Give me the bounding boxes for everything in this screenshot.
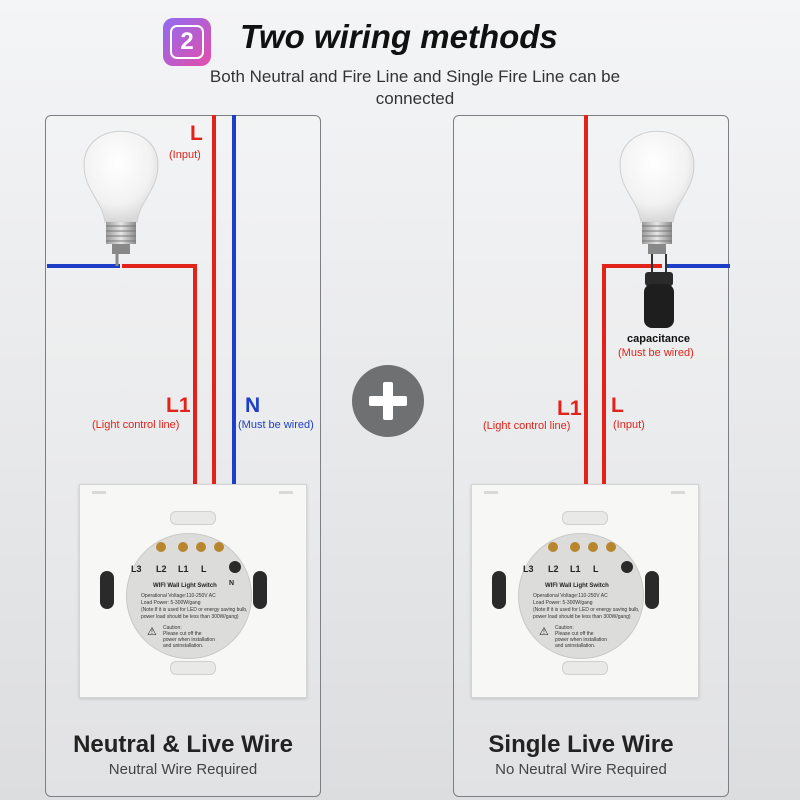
terminal-screw	[196, 542, 206, 552]
module-spec-note-2: power load should be less than 300W/gang…	[141, 614, 239, 620]
module-spec-load: Load Power: 5-300W/gang	[141, 600, 201, 606]
terminal-N-label: N	[229, 580, 235, 587]
capacitance-note: (Must be wired)	[618, 347, 694, 359]
terminal-L3-label: L3	[523, 564, 534, 574]
terminal-L1-label: L1	[178, 564, 189, 574]
terminal-N-hole	[229, 561, 241, 573]
light-bulb-icon-right	[619, 130, 695, 254]
module-name: WIFI Wall Light Switch	[545, 583, 609, 589]
left-caption-title: Neutral & Live Wire	[73, 731, 293, 758]
terminal-screw	[570, 542, 580, 552]
module-spec-voltage: Operational Voltage:110-250V AC	[533, 593, 608, 599]
right-label-L1-note: (Light control line)	[483, 420, 571, 432]
caution-title: Caution:	[555, 625, 574, 631]
terminal-L1-label: L1	[570, 564, 581, 574]
capacitance-label: capacitance	[627, 333, 690, 345]
terminal-L-label: L	[593, 564, 599, 574]
page-subtitle: Both Neutral and Fire Line and Single Fi…	[209, 67, 621, 108]
right-caption-title: Single Live Wire	[488, 731, 674, 758]
right-label-L-note: (Input)	[613, 419, 645, 431]
left-caption-subtitle: Neutral Wire Required	[108, 761, 258, 778]
caution-text-1: Please cut off the	[555, 631, 594, 637]
terminal-N-hole	[621, 561, 633, 573]
left-label-L-note: (Input)	[169, 149, 201, 161]
plus-icon	[352, 365, 424, 437]
module-spec-load: Load Power: 5-300W/gang	[533, 600, 593, 606]
caution-text-3: and uninstallation.	[163, 643, 204, 649]
terminal-L3-label: L3	[131, 564, 142, 574]
module-spec-note-2: power load should be less than 300W/gang…	[533, 614, 631, 620]
warning-icon: ⚠	[147, 626, 157, 638]
switch-module-body: L3 L2 L1 L N WIFI Wall Light Switch Oper…	[126, 533, 252, 659]
terminal-screw	[178, 542, 188, 552]
left-label-L1-note: (Light control line)	[92, 419, 180, 431]
left-label-N-note: (Must be wired)	[238, 419, 314, 431]
caution-text-2: power when installation	[555, 637, 607, 643]
terminal-L2-label: L2	[548, 564, 559, 574]
terminal-screw	[548, 542, 558, 552]
module-spec-note: (Note:If it is used for LED or energy sa…	[533, 607, 640, 613]
module-spec-voltage: Operational Voltage:110-250V AC	[141, 593, 216, 599]
step-number: 2	[170, 25, 204, 59]
right-label-L1: L1	[557, 397, 582, 420]
terminal-L-label: L	[201, 564, 207, 574]
terminal-screw	[606, 542, 616, 552]
left-label-L: L	[190, 122, 203, 145]
left-label-L1: L1	[166, 394, 191, 417]
terminal-screw	[156, 542, 166, 552]
switch-module-body: L3 L2 L1 L WIFI Wall Light Switch Operat…	[518, 533, 644, 659]
warning-icon: ⚠	[539, 626, 549, 638]
right-label-L: L	[611, 394, 624, 417]
module-spec-note: (Note:If it is used for LED or energy sa…	[141, 607, 248, 613]
terminal-screw	[588, 542, 598, 552]
caution-title: Caution:	[163, 625, 182, 631]
terminal-L2-label: L2	[156, 564, 167, 574]
switch-module-right: L3 L2 L1 L WIFI Wall Light Switch Operat…	[471, 484, 699, 698]
module-name: WIFI Wall Light Switch	[153, 583, 217, 589]
terminal-screw	[214, 542, 224, 552]
switch-module-left: L3 L2 L1 L N WIFI Wall Light Switch Oper…	[79, 484, 307, 698]
caution-text-1: Please cut off the	[163, 631, 202, 637]
caution-text-3: and uninstallation.	[555, 643, 596, 649]
step-number-badge: 2	[163, 18, 211, 66]
page-title: Two wiring methods	[240, 18, 558, 55]
light-bulb-icon-left	[83, 130, 159, 254]
right-caption-subtitle: No Neutral Wire Required	[495, 761, 667, 778]
caution-text-2: power when installation	[163, 637, 215, 643]
capacitor-icon	[644, 272, 674, 328]
left-label-N: N	[245, 394, 261, 417]
